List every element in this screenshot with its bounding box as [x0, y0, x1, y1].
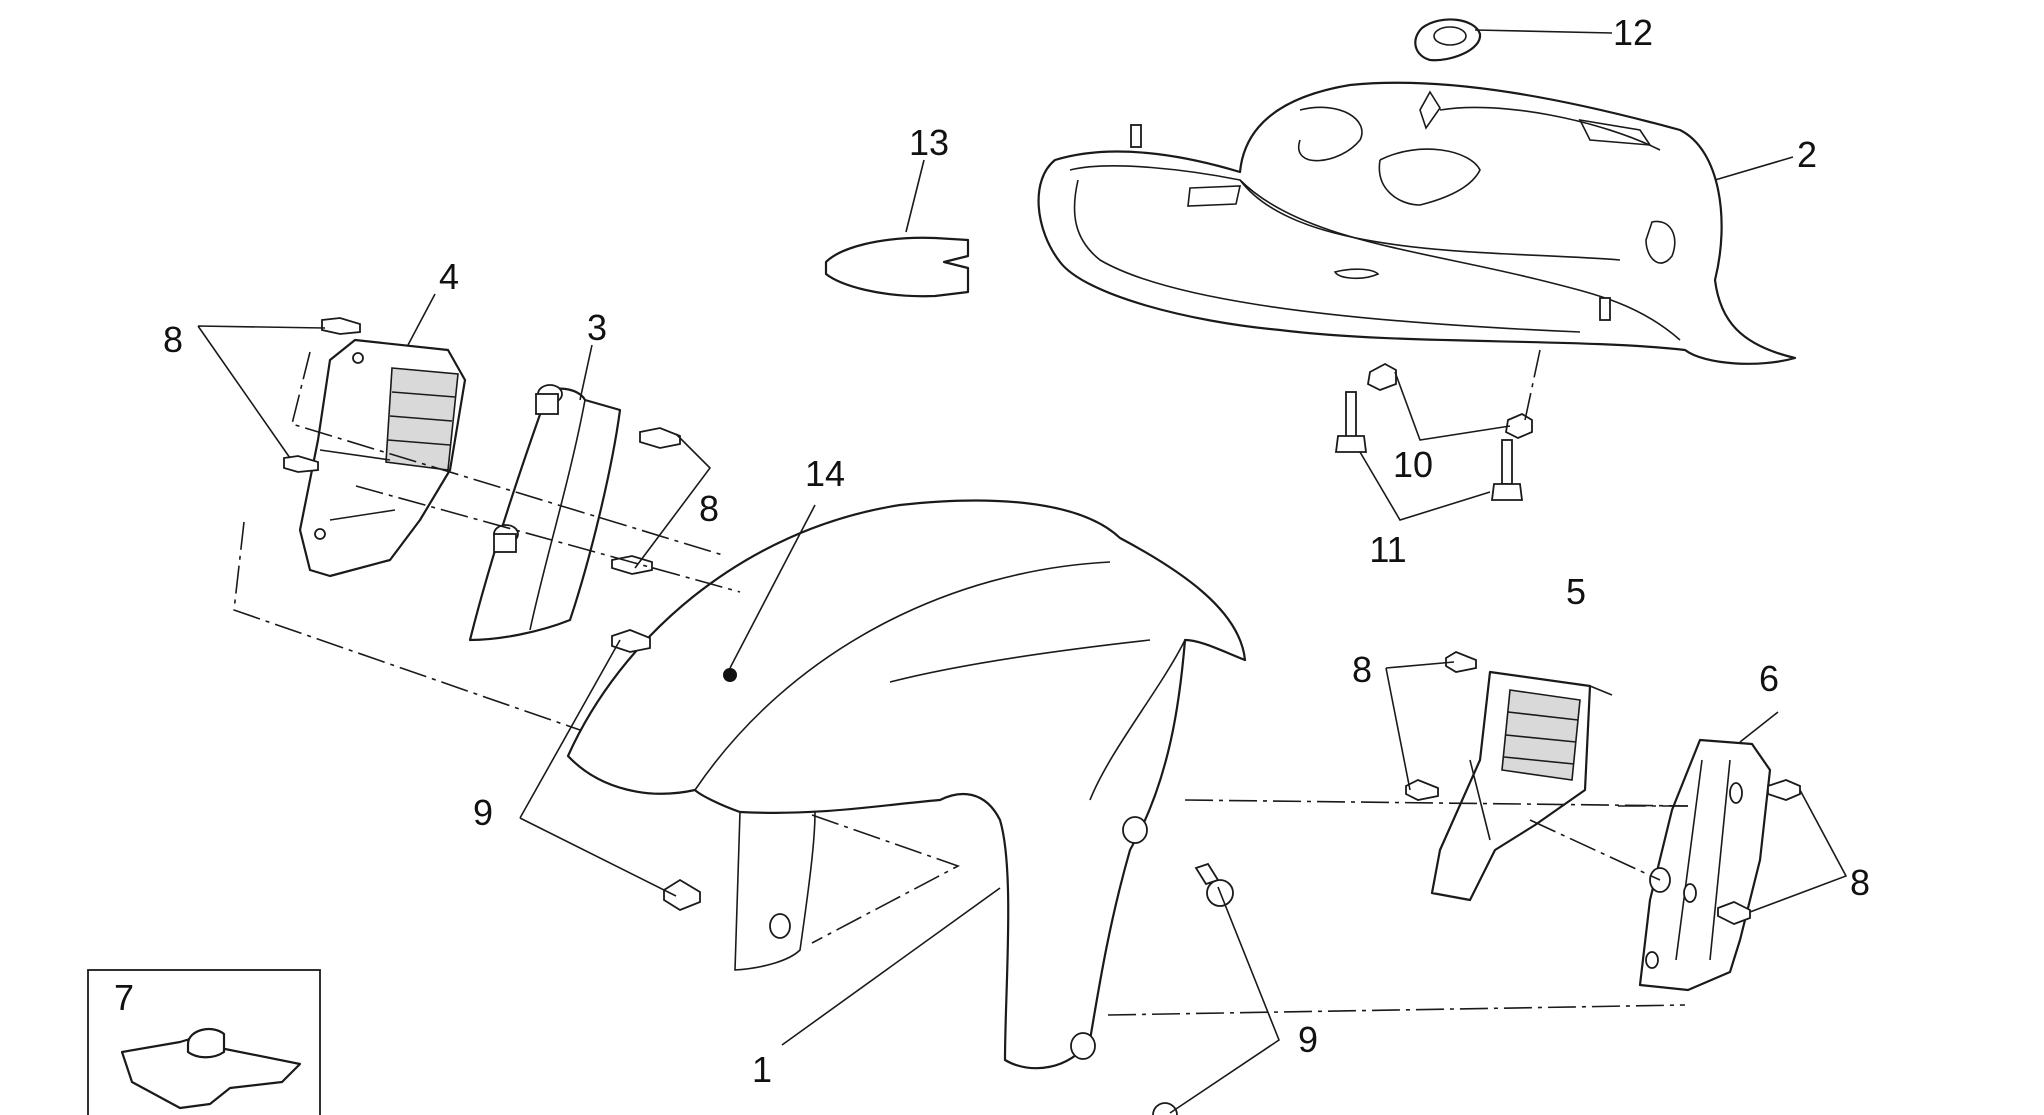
callout-7: 7 — [114, 977, 134, 1018]
callout-14: 14 — [805, 453, 845, 494]
callout-3: 3 — [587, 307, 607, 348]
callout-6: 6 — [1759, 658, 1779, 699]
callout-1: 1 — [752, 1049, 772, 1090]
callout-9-right: 9 — [1298, 1019, 1318, 1060]
callout-8-mid-left: 8 — [699, 488, 719, 529]
callout-2: 2 — [1797, 134, 1817, 175]
part-front-mudguard — [566, 499, 1247, 1070]
callout-8-right-cover: 8 — [1850, 862, 1870, 903]
part-cover-right — [1638, 738, 1772, 992]
callout-12: 12 — [1613, 12, 1653, 53]
callout-4: 4 — [439, 256, 459, 297]
part-cover-left — [468, 384, 622, 642]
part-clips-and-screws — [1334, 349, 1541, 501]
callout-9-left: 9 — [473, 792, 493, 833]
callout-8-upper-left: 8 — [163, 319, 183, 360]
part-bracket-right — [1430, 670, 1592, 902]
part-screws — [283, 317, 1801, 1115]
part-inner-shell — [1037, 81, 1797, 365]
callout-11: 11 — [1369, 529, 1406, 570]
part-rubber-plug — [1414, 18, 1482, 62]
assembly-lines — [233, 351, 1689, 1016]
callout-8-right-bracket: 8 — [1352, 649, 1372, 690]
callout-10: 10 — [1393, 444, 1433, 485]
callout-13: 13 — [909, 122, 949, 163]
part-speed-nut — [87, 969, 321, 1115]
leader-lines — [197, 29, 1848, 1114]
callout-labels: 1 2 3 4 5 6 7 8 8 8 8 9 9 10 11 12 13 14 — [114, 12, 1870, 1090]
part-adhesive-pad — [824, 236, 970, 298]
callout-5: 5 — [1566, 571, 1586, 612]
part-bracket-left — [298, 338, 467, 578]
